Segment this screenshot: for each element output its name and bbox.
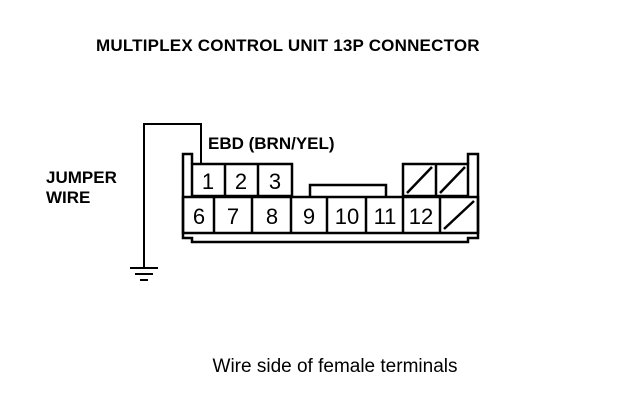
jumper-label-line1: JUMPER bbox=[46, 168, 117, 187]
bottom-row-cells bbox=[181, 195, 480, 235]
pin-10: 10 bbox=[335, 204, 359, 229]
caption: Wire side of female terminals bbox=[212, 356, 458, 377]
pin-9: 9 bbox=[303, 204, 315, 229]
pin-labels: 1 2 3 6 7 8 9 10 11 12 bbox=[193, 169, 433, 229]
diagram-title: MULTIPLEX CONTROL UNIT 13P CONNECTOR bbox=[96, 36, 480, 55]
jumper-label-line2: WIRE bbox=[46, 188, 91, 207]
pin-7: 7 bbox=[227, 204, 239, 229]
pin-2: 2 bbox=[235, 169, 247, 194]
pin-8: 8 bbox=[266, 204, 278, 229]
pin-12: 12 bbox=[409, 204, 433, 229]
pin-3: 3 bbox=[269, 169, 281, 194]
pin-11: 11 bbox=[374, 204, 397, 229]
blocked-cells-top bbox=[401, 162, 470, 198]
connector-body bbox=[181, 152, 480, 244]
pin-1: 1 bbox=[202, 169, 214, 194]
pin-6: 6 bbox=[193, 204, 205, 229]
jumper-wire-label: JUMPER WIRE bbox=[46, 168, 117, 208]
jumper-wire bbox=[143, 123, 202, 268]
ground-symbol bbox=[130, 267, 158, 281]
ebd-wire-label: EBD (BRN/YEL) bbox=[208, 134, 335, 153]
